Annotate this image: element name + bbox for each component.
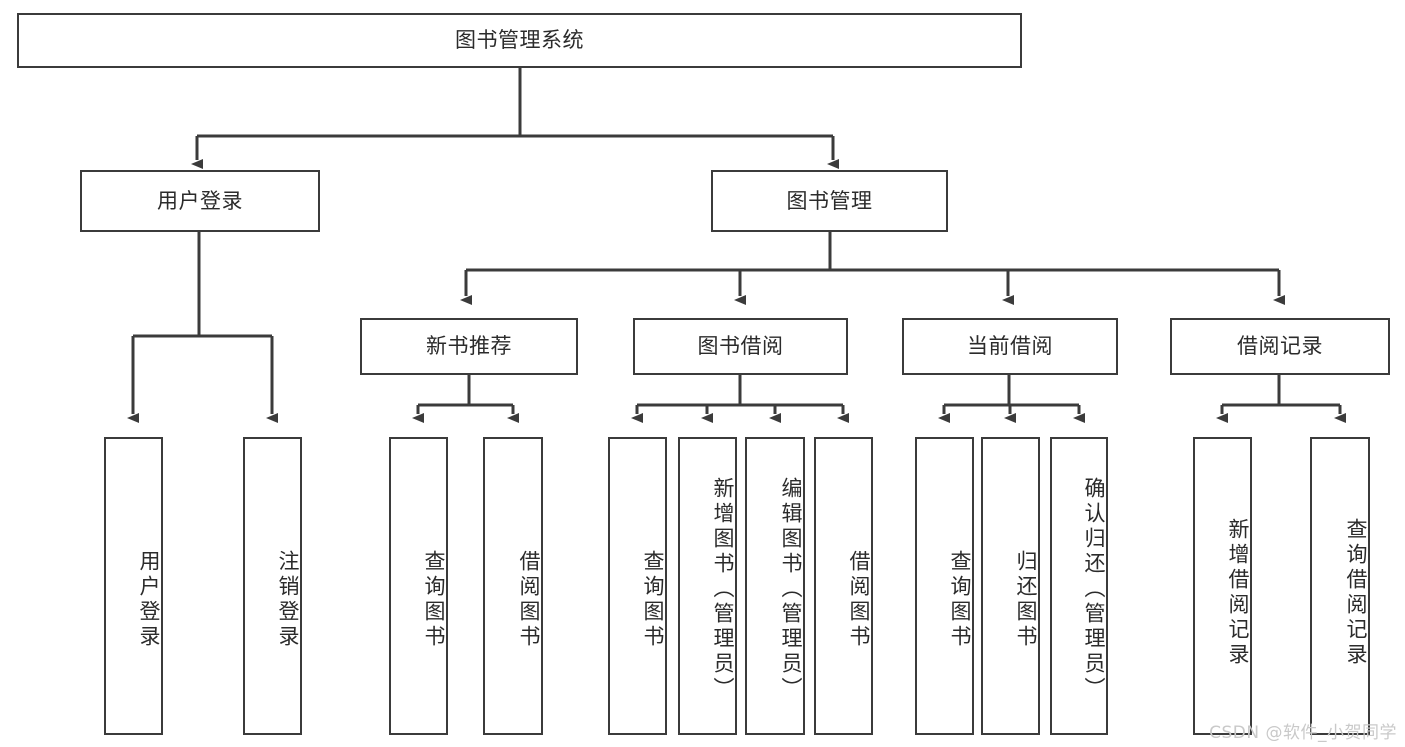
leaf-query-book-recommend[interactable]: 查询图书 [389, 437, 448, 735]
leaf-add-book-admin[interactable]: 新增图书（管理员） [678, 437, 737, 735]
node-new-book-recommend[interactable]: 新书推荐 [360, 318, 578, 375]
leaf-borrow-book-recommend[interactable]: 借阅图书 [483, 437, 543, 735]
leaf-query-book-borrow[interactable]: 查询图书 [608, 437, 667, 735]
node-borrow-record[interactable]: 借阅记录 [1170, 318, 1390, 375]
node-user-login[interactable]: 用户登录 [80, 170, 320, 232]
node-root-book-management-system[interactable]: 图书管理系统 [17, 13, 1022, 68]
leaf-borrow-book[interactable]: 借阅图书 [814, 437, 873, 735]
leaf-edit-book-admin[interactable]: 编辑图书（管理员） [745, 437, 805, 735]
leaf-confirm-return-admin[interactable]: 确认归还（管理员） [1050, 437, 1108, 735]
leaf-logout[interactable]: 注销登录 [243, 437, 302, 735]
leaf-add-borrow-record[interactable]: 新增借阅记录 [1193, 437, 1252, 735]
node-book-borrow[interactable]: 图书借阅 [633, 318, 848, 375]
leaf-query-book-current[interactable]: 查询图书 [915, 437, 974, 735]
leaf-return-book[interactable]: 归还图书 [981, 437, 1040, 735]
leaf-query-borrow-record[interactable]: 查询借阅记录 [1310, 437, 1370, 735]
leaf-user-login[interactable]: 用户登录 [104, 437, 163, 735]
csdn-watermark: CSDN @软件_小贺同学 [1209, 723, 1397, 743]
node-current-borrow[interactable]: 当前借阅 [902, 318, 1118, 375]
node-book-management[interactable]: 图书管理 [711, 170, 948, 232]
